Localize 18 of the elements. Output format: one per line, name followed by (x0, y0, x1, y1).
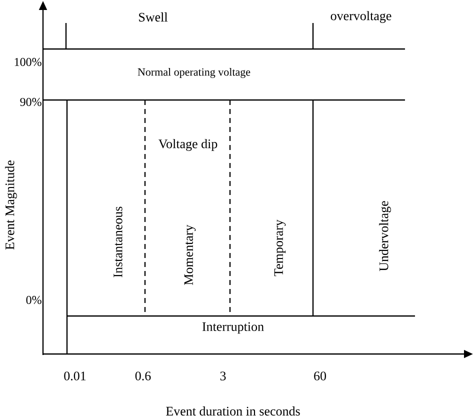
region-label: Voltage dip (158, 139, 218, 151)
tick-label: 0.6 (135, 372, 151, 380)
region-label: Momentary (184, 224, 196, 285)
region-label: Instantaneous (114, 206, 122, 278)
tick-label: 60 (314, 372, 326, 380)
region-label: Normal operating voltage (138, 68, 250, 78)
tick-label: 90% (20, 98, 42, 106)
region-label: Temporary (274, 220, 286, 276)
region-label: Interruption (202, 322, 264, 334)
region-label: Undervoltage (379, 201, 391, 272)
axis-label: Event duration in seconds (166, 406, 300, 416)
tick-label: 0% (26, 296, 42, 304)
region-label: overvoltage (330, 11, 392, 23)
tick-label: 0.01 (64, 372, 86, 380)
axis-label: Event Magnitude (5, 160, 17, 250)
region-label: Swell (139, 12, 168, 22)
tick-label: 3 (220, 372, 226, 380)
tick-label: 100% (14, 58, 42, 66)
